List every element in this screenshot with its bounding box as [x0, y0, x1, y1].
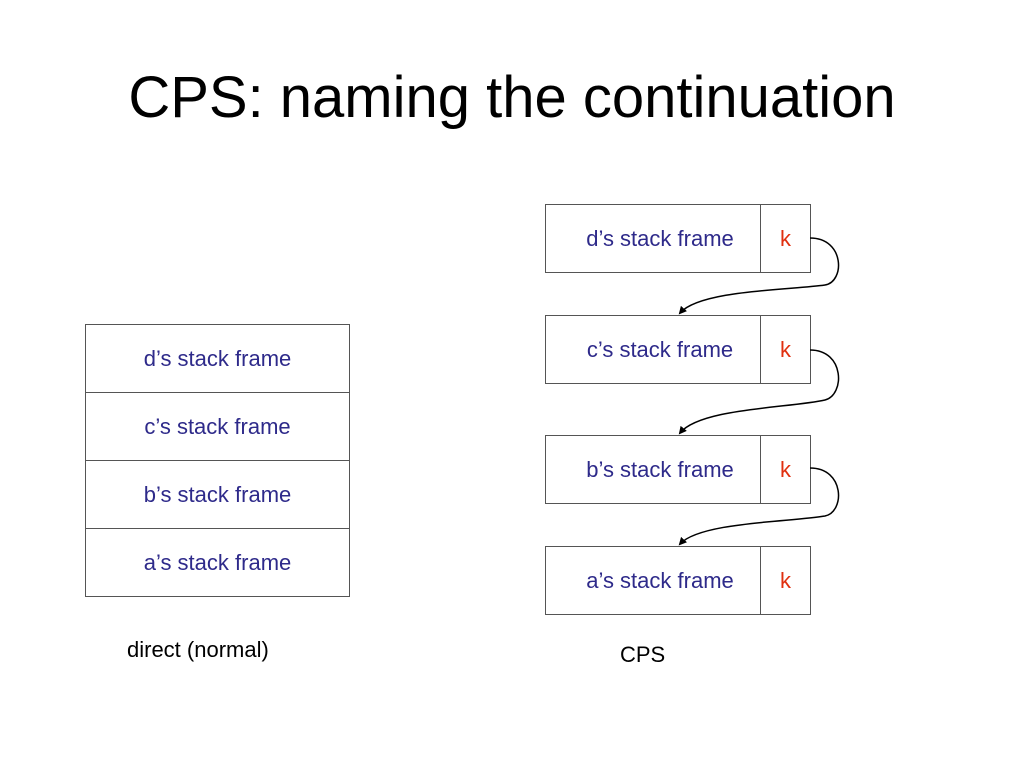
cps-frame-d: d’s stack frame k [545, 204, 811, 273]
direct-frame-a: a’s stack frame [143, 550, 292, 575]
direct-frame-b: b’s stack frame [86, 461, 349, 529]
direct-stack: d’s stack frame c’s stack frame b’s stac… [85, 324, 350, 597]
cps-frame-a: a’s stack frame k [545, 546, 811, 615]
cps-frame-label: c’s stack frame [586, 336, 734, 362]
cps-frame-label: b’s stack frame [586, 456, 734, 482]
direct-caption: direct (normal) [127, 637, 269, 662]
continuation-slot: k [760, 316, 810, 383]
continuation-slot: k [760, 547, 810, 614]
cps-frame-b: b’s stack frame k [545, 435, 811, 504]
direct-frame-d: d’s stack frame [86, 325, 349, 393]
cps-caption: CPS [620, 642, 666, 667]
continuation-slot: k [760, 205, 810, 272]
cps-frame-label: a’s stack frame [586, 567, 734, 593]
direct-frame-c: c’s stack frame [86, 393, 349, 461]
continuation-slot: k [760, 436, 810, 503]
cps-frame-c: c’s stack frame k [545, 315, 811, 384]
slide-title: CPS: naming the continuation [128, 65, 896, 130]
cps-frame-label: d’s stack frame [586, 225, 734, 251]
